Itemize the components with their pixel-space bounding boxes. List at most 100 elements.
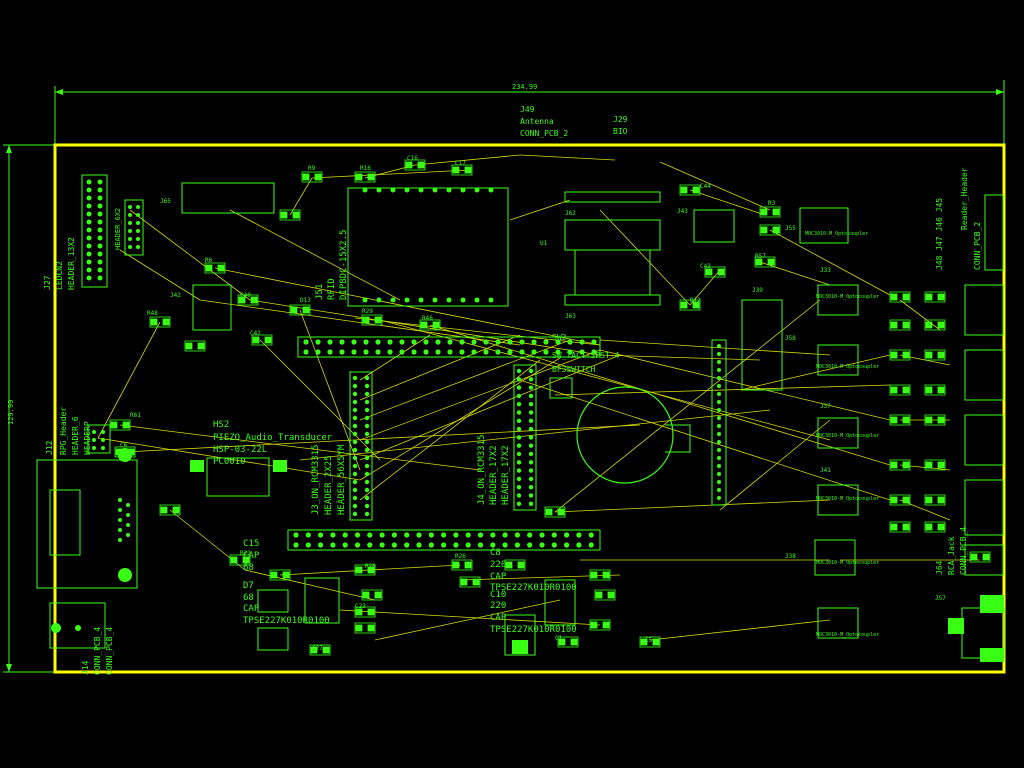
smd-part[interactable] xyxy=(544,506,566,518)
smd-part[interactable] xyxy=(204,262,226,274)
smd-part[interactable] xyxy=(889,291,911,303)
piezo-transducer[interactable] xyxy=(190,457,287,497)
pad xyxy=(293,542,299,548)
optocoupler-1[interactable] xyxy=(799,207,849,244)
pad xyxy=(502,532,508,538)
smd-part[interactable] xyxy=(184,340,206,352)
smd-part[interactable] xyxy=(451,559,473,571)
smd-part[interactable] xyxy=(289,304,311,316)
smd-part[interactable] xyxy=(589,619,611,631)
smd-part[interactable] xyxy=(889,349,911,361)
db-connector[interactable] xyxy=(36,448,138,589)
smd-pad xyxy=(680,301,688,309)
right-edge-connectors[interactable] xyxy=(964,194,1004,576)
pad xyxy=(516,418,522,423)
header-6x2[interactable] xyxy=(124,199,144,256)
smd-part[interactable] xyxy=(594,589,616,601)
smd-part[interactable] xyxy=(889,521,911,533)
smd-part[interactable] xyxy=(354,606,376,618)
smd-part[interactable] xyxy=(924,459,946,471)
smd-part[interactable] xyxy=(924,349,946,361)
smd-part[interactable] xyxy=(504,559,526,571)
smd-part[interactable] xyxy=(924,319,946,331)
sw2-tact-switch[interactable] xyxy=(549,377,573,399)
smd-part[interactable] xyxy=(459,576,481,588)
capacitor-c15[interactable] xyxy=(257,589,289,651)
smd-part[interactable] xyxy=(301,171,323,183)
smd-part[interactable] xyxy=(639,636,661,648)
smd-pad xyxy=(367,566,375,574)
pad xyxy=(351,339,357,345)
j27-header[interactable] xyxy=(81,174,108,288)
ic-bottom-left[interactable] xyxy=(304,577,340,624)
smd-part[interactable] xyxy=(924,414,946,426)
smd-part[interactable] xyxy=(759,206,781,218)
smd-part[interactable] xyxy=(679,299,701,311)
j3-lower-header[interactable] xyxy=(287,529,601,551)
smd-part[interactable] xyxy=(557,636,579,648)
smd-part[interactable] xyxy=(309,644,331,656)
smd-part[interactable] xyxy=(404,159,426,171)
optocoupler-5[interactable] xyxy=(817,484,859,516)
j65-dip-package[interactable] xyxy=(181,182,275,214)
smd-part[interactable] xyxy=(354,171,376,183)
j3-header-2x25[interactable] xyxy=(297,336,601,358)
j4-header-17x2[interactable] xyxy=(513,364,537,511)
smd-part[interactable] xyxy=(924,291,946,303)
smd-part[interactable] xyxy=(229,554,251,566)
ref-designator: J37 xyxy=(820,403,831,410)
j51-rfid-module[interactable] xyxy=(347,187,509,307)
smd-part[interactable] xyxy=(354,564,376,576)
smd-part[interactable] xyxy=(889,414,911,426)
j43-ic[interactable] xyxy=(693,209,735,243)
smd-pad xyxy=(464,166,472,174)
smd-part[interactable] xyxy=(269,569,291,581)
smd-part[interactable] xyxy=(361,589,383,601)
optocoupler-2[interactable] xyxy=(817,284,859,316)
smd-part[interactable] xyxy=(114,446,136,458)
j64-value: RCA_Jack xyxy=(947,536,956,575)
smd-part[interactable] xyxy=(419,319,441,331)
smd-part[interactable] xyxy=(109,419,131,431)
smd-part[interactable] xyxy=(361,314,383,326)
smd-part[interactable] xyxy=(237,294,259,306)
ic-bottom-mid[interactable] xyxy=(544,579,576,626)
capacitor-c10[interactable] xyxy=(504,614,536,656)
smd-part[interactable] xyxy=(704,266,726,278)
smd-part[interactable] xyxy=(251,334,273,346)
rca-jack[interactable] xyxy=(948,595,1005,662)
smd-part[interactable] xyxy=(354,622,376,634)
optocoupler-6[interactable] xyxy=(814,539,856,576)
circular-component[interactable] xyxy=(576,386,691,484)
smd-components[interactable] xyxy=(109,159,991,656)
optocoupler-7[interactable] xyxy=(817,607,859,639)
smd-part[interactable] xyxy=(924,494,946,506)
smd-part[interactable] xyxy=(754,256,776,268)
smd-part[interactable] xyxy=(924,521,946,533)
j14-connector[interactable] xyxy=(49,602,106,649)
smd-part[interactable] xyxy=(279,209,301,221)
smd-part[interactable] xyxy=(889,319,911,331)
smd-part[interactable] xyxy=(969,551,991,563)
j42-ic[interactable] xyxy=(192,284,232,331)
smd-part[interactable] xyxy=(451,164,473,176)
smd-part[interactable] xyxy=(889,459,911,471)
smd-part[interactable] xyxy=(889,494,911,506)
u1-ic[interactable]: U1 xyxy=(540,191,661,306)
smd-part[interactable] xyxy=(679,184,701,196)
vertical-header-right[interactable] xyxy=(711,339,727,506)
smd-part[interactable] xyxy=(159,504,181,516)
smd-part[interactable] xyxy=(149,316,171,328)
sw2-value: SW_TACT-SPST-4 xyxy=(552,351,620,360)
optocoupler-4[interactable] xyxy=(817,417,859,449)
smd-part[interactable] xyxy=(924,384,946,396)
optocoupler-column-ic[interactable] xyxy=(741,299,783,391)
rpg-header[interactable] xyxy=(87,424,111,454)
smd-part[interactable] xyxy=(759,224,781,236)
smd-part[interactable] xyxy=(589,569,611,581)
optocoupler-3[interactable] xyxy=(817,344,859,376)
vertical-header-center[interactable] xyxy=(349,371,373,521)
smd-outline xyxy=(251,334,273,346)
smd-part[interactable] xyxy=(889,384,911,396)
